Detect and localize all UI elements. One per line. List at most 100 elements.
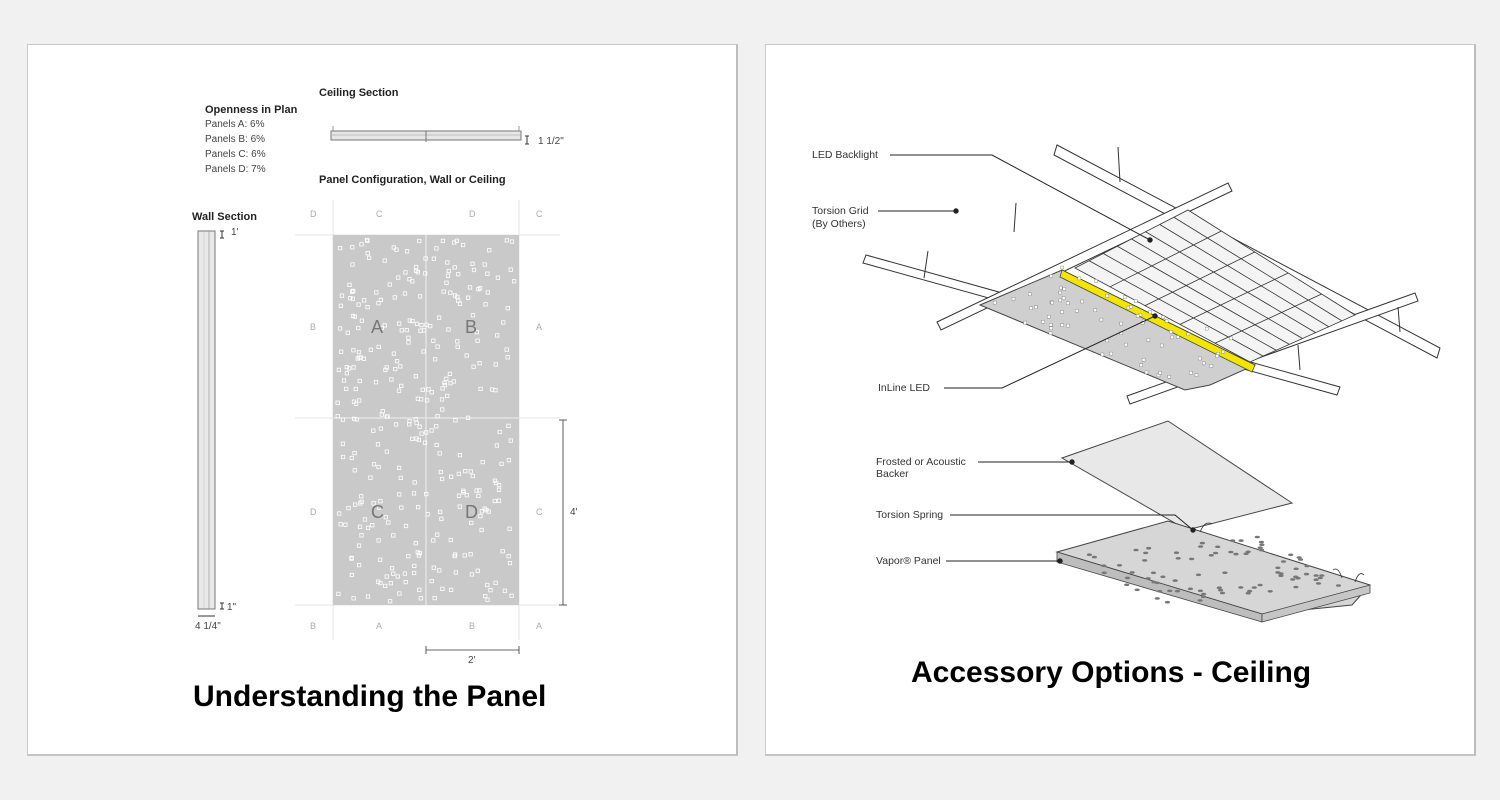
perforation-hole — [339, 293, 345, 298]
perforation-hole — [423, 256, 428, 261]
perforation-hole — [1215, 354, 1219, 358]
perforation-hole — [361, 298, 367, 303]
perforation-hole — [393, 422, 399, 427]
perforation-hole — [396, 321, 402, 326]
perforation-hole — [499, 461, 504, 467]
perforation-hole — [1208, 554, 1214, 557]
perforation-hole — [394, 247, 399, 252]
perforation-hole — [384, 365, 389, 370]
perforation-hole — [1058, 290, 1062, 295]
perforation-hole — [376, 301, 381, 306]
perforation-hole — [351, 596, 356, 601]
perforation-hole — [419, 322, 424, 328]
perforation-hole — [352, 450, 357, 456]
perforation-hole — [376, 505, 382, 510]
perforation-hole — [508, 267, 513, 272]
perforation-hole — [428, 323, 433, 329]
perforation-hole — [350, 289, 355, 294]
perforation-hole — [1048, 331, 1053, 335]
perforation-hole — [492, 478, 498, 483]
perforation-hole — [479, 527, 484, 533]
perforation-hole — [470, 261, 475, 266]
perforation-hole — [1288, 553, 1294, 557]
perforation-hole — [423, 271, 428, 276]
perforation-hole — [336, 367, 342, 373]
ghost-bottom-2: A — [376, 621, 383, 631]
perforation-hole — [1194, 373, 1199, 377]
perforation-hole — [394, 359, 400, 364]
perforation-hole — [357, 524, 363, 529]
perforation-hole — [1254, 535, 1260, 539]
perforation-hole — [349, 455, 354, 461]
perforation-hole — [438, 469, 443, 475]
perforation-hole — [359, 533, 364, 538]
perforation-hole — [378, 499, 383, 504]
perforation-hole — [456, 471, 462, 477]
perforation-hole — [1124, 576, 1131, 580]
led-grid-line — [1109, 230, 1222, 288]
perforation-hole — [413, 264, 419, 270]
perforation-hole — [1142, 559, 1148, 562]
perforation-hole — [413, 541, 418, 546]
perforation-hole — [1139, 363, 1144, 367]
perforation-hole — [463, 468, 468, 474]
perforation-hole — [1245, 550, 1251, 554]
perforation-hole — [434, 442, 439, 448]
perforation-hole — [391, 571, 396, 576]
perforation-hole — [1233, 552, 1239, 556]
wall-section-drawing — [197, 230, 224, 617]
perforation-hole — [1099, 317, 1104, 322]
callout-torsion-grid-1: Torsion Grid — [812, 205, 869, 217]
perforation-hole — [1218, 588, 1224, 592]
ghost-top-2: C — [376, 209, 383, 219]
perforation-hole — [464, 353, 469, 358]
perforation-hole — [440, 586, 445, 592]
perforation-hole — [1169, 330, 1173, 334]
ceiling-section-drawing — [330, 126, 529, 145]
perforation-hole — [1267, 590, 1273, 593]
perforation-hole — [1258, 540, 1264, 544]
perforation-hole — [365, 251, 370, 256]
perforation-hole — [1257, 583, 1263, 587]
perforation-hole — [1101, 571, 1107, 575]
perforation-hole — [350, 245, 355, 250]
perforation-hole — [1148, 310, 1152, 314]
perforation-hole — [1143, 551, 1149, 555]
perforation-hole — [1154, 597, 1160, 600]
perforation-hole — [435, 532, 440, 537]
perforation-hole — [414, 321, 420, 327]
perforation-hole — [395, 574, 400, 579]
perforation-hole — [376, 464, 381, 470]
perforation-hole — [387, 599, 393, 604]
ghost-bottom-3: B — [469, 621, 476, 631]
perforation-hole — [457, 504, 462, 509]
perforation-hole — [1238, 586, 1244, 589]
callout-leaders — [878, 154, 1196, 564]
callout-torsion-spring: Torsion Spring — [876, 509, 944, 521]
perforation-hole — [509, 239, 515, 244]
perforation-hole — [417, 294, 423, 299]
perforation-hole — [399, 383, 404, 389]
led-grid-line — [1179, 272, 1289, 325]
led-backlight-drawing — [1074, 209, 1356, 363]
perforation-hole — [1296, 556, 1302, 559]
perforation-hole — [497, 429, 502, 435]
perforation-hole — [442, 382, 448, 388]
perforation-hole — [1028, 292, 1032, 296]
perforation-hole — [1086, 553, 1092, 556]
perforation-hole — [365, 304, 370, 310]
perforation-hole — [1134, 588, 1140, 592]
perforation-hole — [480, 459, 485, 465]
perforation-hole — [349, 556, 354, 561]
perforation-hole — [452, 293, 458, 298]
perforation-hole — [494, 443, 500, 448]
perforation-hole — [448, 537, 453, 543]
perforation-hole — [358, 355, 363, 360]
perforation-hole — [1174, 589, 1181, 593]
led-grid-line — [1088, 260, 1264, 357]
perforation-hole — [440, 386, 445, 391]
perforation-hole — [1335, 584, 1342, 587]
perforation-hole — [406, 335, 411, 340]
perforation-hole — [402, 571, 408, 576]
perforation-hole — [484, 508, 489, 513]
